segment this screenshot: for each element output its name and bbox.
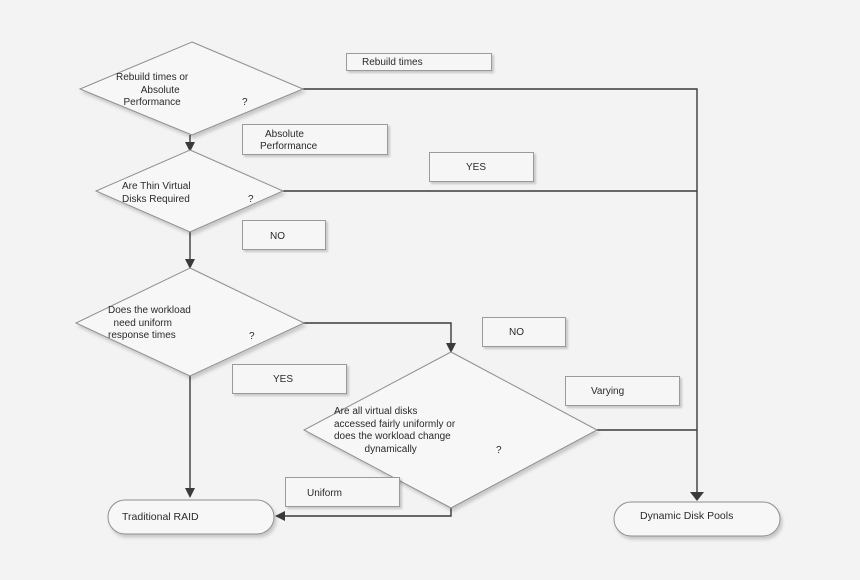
- edge-label-absolute-performance: Absolute Performance: [242, 124, 388, 155]
- terminal-ddp-shape: [613, 501, 781, 537]
- edge-label-no-top: NO: [242, 220, 326, 250]
- decision-workload-text: Does the workload need uniform response …: [108, 305, 191, 341]
- connector-performance-to-ddp: [303, 88, 698, 499]
- edge-label-uniform-text: Uniform: [307, 488, 343, 499]
- edge-label-yes-bottom-text: YES: [273, 374, 294, 385]
- edge-label-rebuild-times-text: Rebuild times: [362, 57, 423, 68]
- decision-workload-diamond: [74, 267, 306, 377]
- edge-label-no-right-text: NO: [509, 327, 524, 338]
- edge-label-no-top-text: NO: [270, 231, 285, 242]
- decision-thin-question-mark: ?: [248, 194, 254, 205]
- connectors: [185, 88, 698, 521]
- decision-performance-text: Rebuild times or Absolute Performance: [116, 72, 189, 108]
- edge-label-varying: Varying: [565, 376, 680, 406]
- edge-label-yes-top-text: YES: [466, 162, 487, 173]
- edge-label-absolute-performance-text: Absolute Performance: [260, 129, 318, 152]
- edge-label-uniform: Uniform: [285, 477, 400, 507]
- decision-performance-diamond: [78, 41, 305, 136]
- decision-access-question-mark: ?: [496, 445, 502, 456]
- arrowhead-ddp: [690, 492, 704, 501]
- decision-workload-question-mark: ?: [249, 331, 255, 342]
- decision-thin-diamond: [94, 149, 285, 233]
- edge-label-yes-top: YES: [429, 152, 534, 182]
- terminal-ddp-label: Dynamic Disk Pools: [640, 510, 734, 522]
- connector-workload-no-to-access: [303, 322, 456, 353]
- edge-label-no-right: NO: [482, 317, 566, 347]
- edge-label-rebuild-times: Rebuild times: [346, 53, 492, 71]
- decision-access-diamond: [302, 351, 599, 509]
- connector-uniform-to-raid: [275, 508, 452, 521]
- edge-label-yes-bottom: YES: [232, 364, 347, 394]
- edge-label-varying-text: Varying: [591, 386, 625, 397]
- terminal-raid-shape: [107, 499, 275, 535]
- terminal-raid-label: Traditional RAID: [122, 511, 199, 523]
- decision-thin-text: Are Thin Virtual Disks Required: [122, 181, 191, 205]
- decision-performance-question-mark: ?: [242, 97, 248, 108]
- decision-access-text: Are all virtual disks accessed fairly un…: [334, 406, 456, 455]
